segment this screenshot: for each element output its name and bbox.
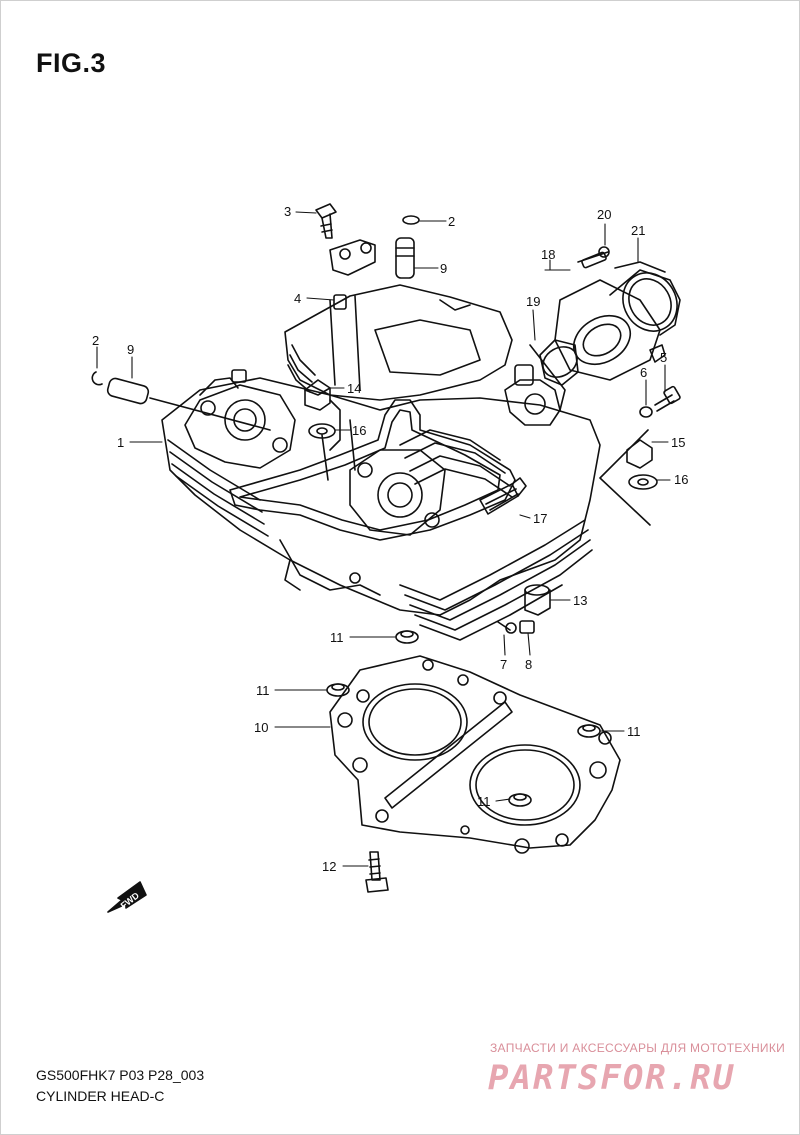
callout-10: 10: [254, 720, 268, 735]
callout-9-left: 9: [127, 342, 134, 357]
washer-part-6: [639, 406, 653, 418]
watermark-logo: PARTSFOR.RU: [488, 1058, 736, 1098]
leader-lines: [96, 211, 671, 867]
callout-11-gasket-right: 11: [627, 724, 641, 739]
guide-line-right: [599, 429, 651, 526]
callout-numbers: 3 2 9 4 14 16 2 9 1 20 21 18 19 5 6 15 1…: [92, 204, 688, 874]
cylinder-head-drawing: [161, 284, 601, 641]
dowel-part-13: [524, 584, 551, 616]
cap-nut-part-14: [304, 379, 331, 411]
washer-part-16-right: [628, 474, 658, 490]
callout-12: 12: [322, 859, 336, 874]
cap-nut-part-15: [626, 439, 653, 469]
dowel-part-4: [333, 294, 347, 310]
callout-19: 19: [526, 294, 540, 309]
clip-part-2-top: [402, 215, 420, 225]
bolt-part-7: [497, 621, 517, 634]
intake-pipe-drawing: [529, 246, 681, 411]
callout-11-gasket-left: 11: [256, 683, 270, 698]
spark-plug-part-17: [479, 477, 527, 515]
callout-5: 5: [660, 350, 667, 365]
fwd-arrow-icon: FWD: [107, 881, 147, 913]
callout-16-right: 16: [674, 472, 688, 487]
callout-3: 3: [284, 204, 291, 219]
callout-15: 15: [671, 435, 685, 450]
callout-14: 14: [347, 381, 361, 396]
callout-21: 21: [631, 223, 645, 238]
callout-4: 4: [294, 291, 301, 306]
callout-1: 1: [117, 435, 124, 450]
callout-13: 13: [573, 593, 587, 608]
bolt-part-12: [365, 851, 389, 893]
plug-part-9-left: [106, 377, 271, 431]
callout-2-left: 2: [92, 333, 99, 348]
clip-part-2-left: [91, 371, 103, 386]
callout-20: 20: [597, 207, 611, 222]
callout-11-head: 11: [330, 630, 344, 645]
watermark-tagline: ЗАПЧАСТИ И АКСЕССУАРЫ ДЛЯ МОТОТЕХНИКИ: [490, 1041, 786, 1055]
callout-11-gasket-center: 11: [477, 794, 491, 809]
washer-part-16-left: [308, 423, 336, 439]
callout-9-top: 9: [440, 261, 447, 276]
callout-8: 8: [525, 657, 532, 672]
dowel-part-11-head: [395, 630, 419, 644]
cylinder-head-gasket: [326, 655, 621, 854]
bolt-part-8: [519, 620, 535, 634]
section-name: CYLINDER HEAD-C: [36, 1088, 165, 1104]
figure-title: FIG.3: [36, 48, 107, 78]
callout-2-top: 2: [448, 214, 455, 229]
plug-part-9-top: [395, 237, 415, 279]
callout-16-left: 16: [352, 423, 366, 438]
callout-7: 7: [500, 657, 507, 672]
callout-17: 17: [533, 511, 547, 526]
cam-holder-bracket: [329, 239, 376, 276]
bolt-part-5: [654, 385, 681, 412]
bolt-part-3: [315, 203, 337, 239]
model-code: GS500FHK7 P03 P28_003: [36, 1067, 205, 1083]
callout-6: 6: [640, 365, 647, 380]
callout-18: 18: [541, 247, 555, 262]
